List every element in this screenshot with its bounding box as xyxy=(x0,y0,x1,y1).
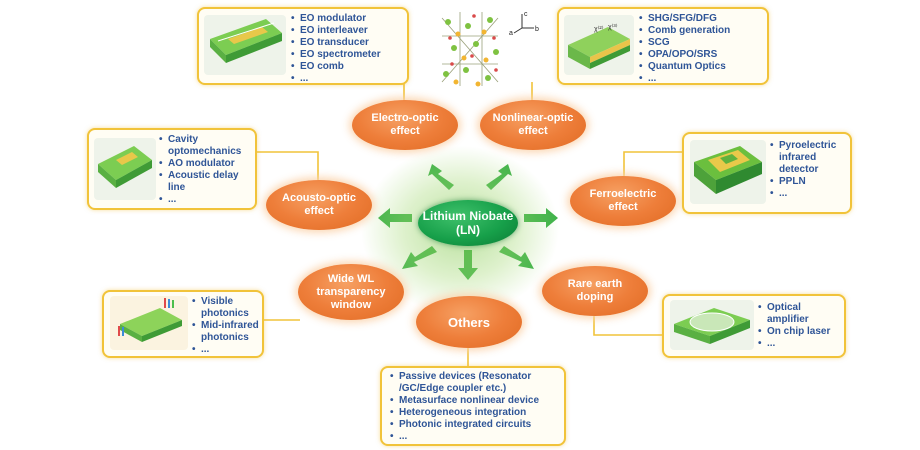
axis-b-label: b xyxy=(535,26,539,33)
nonlinear-optic-list: SHG/SFG/DFG Comb generation SCG OPA/OPO/… xyxy=(639,13,763,85)
electro-optic-item: EO spectrometer xyxy=(291,49,403,61)
acousto-optic-node: Acousto-optic effect xyxy=(266,180,372,230)
wide-wl-item: Visible photonics xyxy=(192,296,260,320)
ferroelectric-thumb xyxy=(690,140,766,204)
chi3-label: χ⁽³⁾ xyxy=(608,23,618,31)
wide-wl-thumb xyxy=(110,296,188,350)
rare-earth-item: Optical amplifier xyxy=(758,302,842,326)
ferroelectric-node: Ferroelectric effect xyxy=(570,176,676,226)
nonlinear-optic-line2: effect xyxy=(518,125,548,137)
electro-optic-line1: Electro-optic xyxy=(371,112,439,124)
rare-earth-item: ... xyxy=(758,338,842,350)
electro-optic-node: Electro-optic effect xyxy=(352,100,458,150)
others-node: Others xyxy=(416,296,522,348)
ferroelectric-line1: Ferroelectric xyxy=(589,188,657,200)
rare-earth-item: On chip laser xyxy=(758,326,842,338)
electro-optic-item: EO modulator xyxy=(291,13,403,25)
connector-ferroelectric xyxy=(623,151,682,176)
nonlinear-optic-item: SCG xyxy=(639,37,763,49)
chi2-label: χ⁽²⁾ xyxy=(594,25,604,33)
others-item: Metasurface nonlinear device xyxy=(390,395,562,407)
wide-wl-item: Mid-infrared photonics xyxy=(192,320,260,344)
nonlinear-optic-node: Nonlinear-optic effect xyxy=(480,100,586,150)
wide-wl-node: Wide WL transparency window xyxy=(298,264,404,320)
others-line1: Others xyxy=(448,314,490,330)
acousto-optic-line2: effect xyxy=(304,205,334,217)
electro-optic-list: EO modulator EO interleaver EO transduce… xyxy=(291,13,403,85)
electro-optic-box: EO modulator EO interleaver EO transduce… xyxy=(197,7,409,85)
wide-wl-line1: Wide WL xyxy=(327,272,375,285)
nonlinear-optic-item: ... xyxy=(639,73,763,85)
electro-optic-item: EO comb xyxy=(291,61,403,73)
electro-optic-item: EO transducer xyxy=(291,37,403,49)
ferroelectric-item: ... xyxy=(770,188,848,200)
wide-wl-line2: transparency xyxy=(316,285,386,298)
ferroelectric-list: Pyroelectric infrared detector PPLN ... xyxy=(770,140,848,200)
others-item: Photonic integrated circuits xyxy=(390,419,562,431)
crystal-structure-icon xyxy=(441,12,499,87)
axis-c-label: c xyxy=(524,11,528,18)
electro-optic-item: ... xyxy=(291,73,403,85)
acousto-optic-item: ... xyxy=(159,194,253,206)
rare-earth-line1: Rare earth xyxy=(567,278,623,290)
electro-optic-item: EO interleaver xyxy=(291,25,403,37)
others-list: Passive devices (Resonator /GC/Edge coup… xyxy=(390,371,562,443)
others-item: Heterogeneous integration xyxy=(390,407,562,419)
wide-wl-line3: window xyxy=(330,298,372,311)
electro-optic-line2: effect xyxy=(390,125,420,137)
wide-wl-box: Visible photonics Mid-infrared photonics… xyxy=(102,290,264,358)
others-box: Passive devices (Resonator /GC/Edge coup… xyxy=(380,366,566,446)
eo-modulator-thumb xyxy=(204,15,286,75)
wide-wl-item: ... xyxy=(192,344,260,356)
acousto-optic-line1: Acousto-optic xyxy=(282,192,356,204)
rare-earth-list: Optical amplifier On chip laser ... xyxy=(758,302,842,350)
nonlinear-optic-box: χ⁽²⁾ χ⁽³⁾ SHG/SFG/DFG Comb generation SC… xyxy=(557,7,769,85)
acousto-thumb xyxy=(94,138,156,200)
nonlinear-thumb: χ⁽²⁾ χ⁽³⁾ xyxy=(564,15,634,75)
center-line1: Lithium Niobate xyxy=(422,209,514,223)
ferroelectric-box: Pyroelectric infrared detector PPLN ... xyxy=(682,132,852,214)
nonlinear-optic-item: Quantum Optics xyxy=(639,61,763,73)
lithium-niobate-node: Lithium Niobate (LN) xyxy=(418,200,518,246)
ferroelectric-item: Pyroelectric infrared detector xyxy=(770,140,848,176)
acousto-optic-item: AO modulator xyxy=(159,158,253,170)
acousto-optic-box: Cavity optomechanics AO modulator Acoust… xyxy=(87,128,257,210)
nonlinear-optic-item: OPA/OPO/SRS xyxy=(639,49,763,61)
acousto-optic-item: Acoustic delay line xyxy=(159,170,253,194)
others-item: Passive devices (Resonator /GC/Edge coup… xyxy=(390,371,562,395)
nonlinear-optic-line1: Nonlinear-optic xyxy=(492,112,574,124)
connector-rare-earth xyxy=(593,316,662,336)
acousto-optic-item: Cavity optomechanics xyxy=(159,134,253,158)
acousto-optic-list: Cavity optomechanics AO modulator Acoust… xyxy=(159,134,253,206)
others-item: ... xyxy=(390,431,562,443)
rare-earth-line2: doping xyxy=(576,291,614,303)
rare-earth-box: Optical amplifier On chip laser ... xyxy=(662,294,846,358)
rare-earth-thumb xyxy=(670,300,754,350)
ferroelectric-item: PPLN xyxy=(770,176,848,188)
axis-a-label: a xyxy=(509,30,513,36)
nonlinear-optic-item: Comb generation xyxy=(639,25,763,37)
connector-acousto-optic xyxy=(253,151,319,180)
ferroelectric-line2: effect xyxy=(608,201,638,213)
rare-earth-node: Rare earth doping xyxy=(542,266,648,316)
nonlinear-optic-item: SHG/SFG/DFG xyxy=(639,13,763,25)
center-line2: (LN) xyxy=(456,223,480,237)
crystal-axes-icon: c b a xyxy=(509,11,539,36)
wide-wl-list: Visible photonics Mid-infrared photonics… xyxy=(192,296,260,356)
